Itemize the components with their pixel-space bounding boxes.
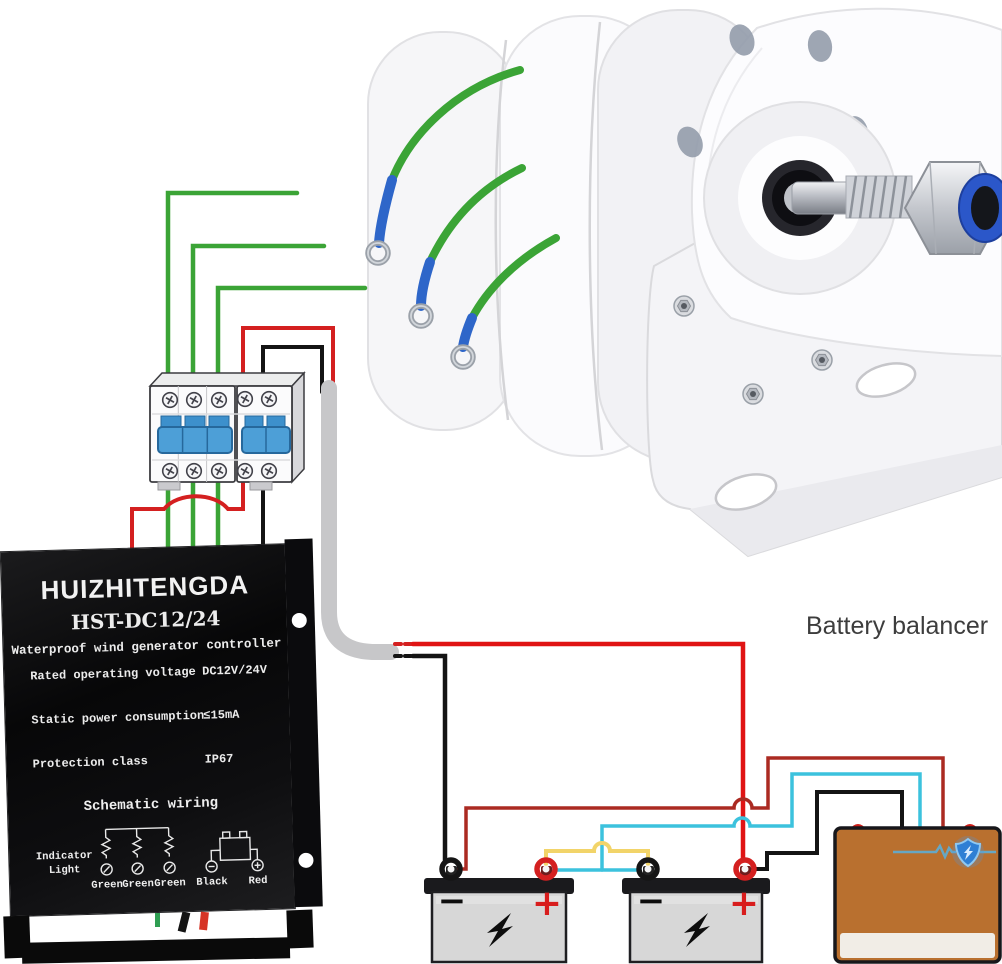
shell-seam: [588, 21, 604, 451]
phase-terminal-label: Green: [91, 879, 123, 892]
spec-value: ≤15mA: [203, 707, 240, 723]
spec-row: Rated operating voltage DC12V/24V: [30, 662, 284, 684]
phase-terminal-label: Green: [154, 877, 186, 890]
breaker-handle-3pole: [157, 426, 233, 454]
negative-wire-to-battery1: [410, 653, 448, 863]
lightning-bolt-icon: [684, 913, 710, 947]
bolt-recess: [677, 126, 703, 158]
negative-terminal-label: Black: [196, 876, 228, 889]
shield-lightning-icon: [954, 837, 982, 868]
coil-symbol: [131, 828, 143, 858]
battery-2: − +: [622, 857, 770, 964]
battery2-positive-terminal: [733, 857, 757, 881]
terminal-circle: [163, 861, 176, 874]
controller-foot-tab: [3, 915, 31, 959]
lightning-bolt-icon: [487, 913, 513, 947]
terminal-circle: [100, 863, 113, 876]
schematic-wires: [130, 190, 368, 555]
controller-foot-tab: [286, 909, 314, 949]
terminal-circle-negative: [205, 860, 218, 873]
mounting-hole: [298, 852, 314, 869]
controller-wire-stub-green: [155, 913, 160, 927]
shell-seam: [494, 39, 510, 421]
spec-label: Protection class: [32, 754, 149, 772]
schematic-phase-wire-3: [215, 285, 368, 399]
balancer-wire-black: [751, 790, 904, 871]
circuit-breakers: [148, 371, 306, 491]
coil-symbol: [163, 827, 175, 857]
indicator-label-line1: Indicator: [36, 850, 93, 864]
battery1-negative-terminal: [439, 857, 463, 881]
battery-top-cap: [622, 878, 770, 894]
balancer-body: [833, 826, 1002, 964]
battery1-plus-mark: +: [532, 883, 562, 924]
controller-subtitle: Waterproof wind generator controller: [11, 636, 282, 658]
battery-balancer-label: Battery balancer: [806, 612, 989, 640]
spec-value: IP67: [204, 751, 234, 767]
bracket-bolt: [811, 349, 833, 371]
battery1-minus-mark: −: [438, 881, 467, 921]
breaker-handles: [157, 415, 291, 454]
controller-output-cable: [321, 380, 399, 660]
controller-label-plate: HUIZHITENGDA HST-DC12/24 Waterproof wind…: [0, 543, 296, 918]
bracket-bolt: [742, 383, 764, 405]
battery2-minus-mark: −: [637, 881, 666, 921]
controller-model: HST-DC12/24: [70, 606, 221, 635]
terminal-circle: [131, 862, 144, 875]
balancer-label-strip: [840, 933, 995, 958]
mounting-hole: [291, 612, 307, 629]
generator-phase-wire-3: [468, 234, 560, 322]
breaker-to-controller-red-wire: [130, 472, 245, 553]
bracket-bolt: [673, 295, 695, 317]
generator-phase-wire-1: [388, 66, 524, 184]
indicator-label-line2: Light: [49, 864, 81, 877]
balancer-sense-wire-darkred: [454, 756, 945, 871]
coil-symbol: [100, 829, 112, 859]
controller-unit: HUIZHITENGDA HST-DC12/24 Waterproof wind…: [0, 538, 325, 923]
breaker-terminal-screw: [161, 391, 179, 409]
generator-phase-wires: [368, 66, 560, 367]
balancer-sense-wire-cyan: [600, 772, 922, 872]
battery2-plus-mark: +: [729, 883, 759, 924]
positive-wire-to-battery2: [410, 641, 746, 863]
phase-terminal-label: Green: [122, 878, 154, 891]
battery1-positive-terminal: [534, 857, 558, 881]
battery-balancer-unit: [833, 824, 1002, 964]
breaker-to-cable-black-wire: [261, 345, 324, 394]
schematic-wiring-diagram: Indicator Light Green Green Green Black …: [36, 826, 268, 892]
terminal-circle-positive: [251, 859, 264, 872]
schematic-phase-wire-1: [165, 190, 300, 399]
generator-phase-wire-2: [426, 164, 526, 266]
spec-label: Static power consumption: [31, 708, 205, 728]
battery-1: − +: [424, 857, 574, 964]
spec-value: DC12V/24V: [201, 662, 268, 679]
battery-wiring: [393, 641, 945, 872]
breaker-to-cable-red-wire: [241, 326, 335, 394]
spec-label: Rated operating voltage: [30, 664, 197, 684]
battery-top-cap: [424, 878, 574, 894]
battery2-negative-terminal: [636, 857, 660, 881]
schematic-title: Schematic wiring: [83, 795, 219, 816]
bolt-recess: [807, 30, 833, 62]
schematic-phase-wire-2: [190, 243, 327, 399]
shaft-assembly: [703, 101, 1002, 295]
battery-symbol: [219, 836, 252, 861]
series-link-yellow-wire: [544, 841, 650, 866]
bracket-slot: [855, 362, 917, 398]
spec-row: Static power consumption ≤15mA: [31, 706, 285, 728]
spec-row: Protection class IP67: [32, 750, 286, 772]
balancer-circuit-line: [893, 843, 996, 861]
shaft-threads: [845, 175, 913, 219]
bolt-recess: [729, 24, 755, 56]
positive-terminal-label: Red: [248, 875, 267, 888]
controller-brand: HUIZHITENGDA: [40, 569, 250, 606]
wire-crimp-1: [374, 175, 397, 248]
bracket-slot: [714, 473, 778, 511]
generator: [368, 7, 1002, 558]
